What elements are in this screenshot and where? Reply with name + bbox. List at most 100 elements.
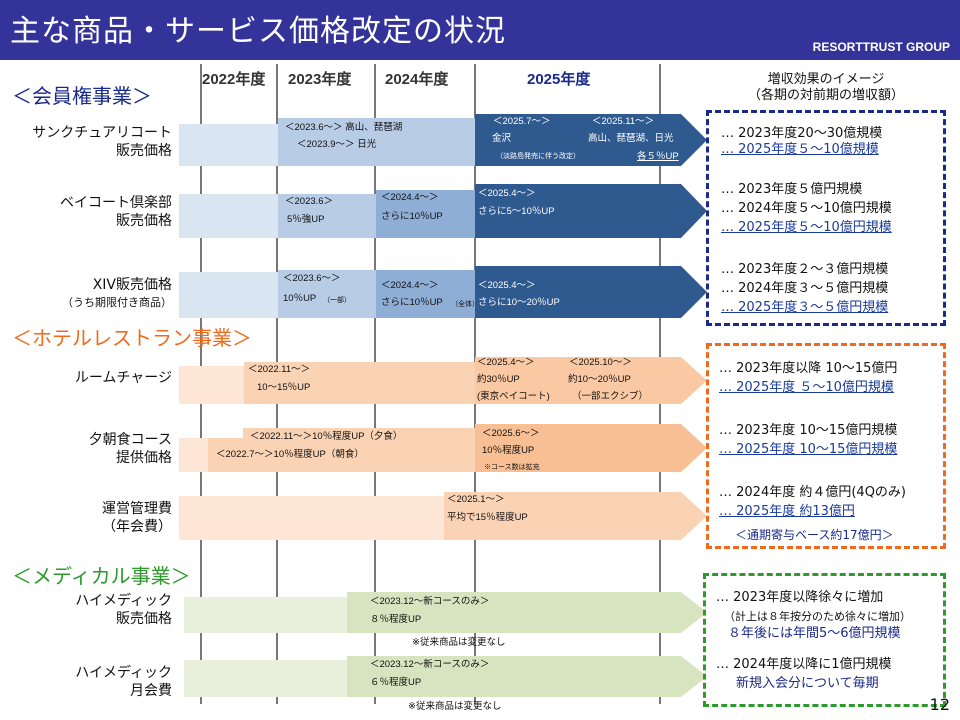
- bar-sanctuary-2022: [179, 124, 279, 166]
- bar-text: ＜2025.10～＞: [569, 357, 632, 368]
- arrow-himedic-sale: [347, 592, 707, 633]
- row-label-baycourt: ベイコート倶楽部 販売価格: [0, 194, 172, 230]
- effect-box-hotel: [706, 343, 946, 549]
- arrow-baycourt-2025: [475, 184, 707, 238]
- bar-text: 高山、琵琶湖、日光: [588, 133, 674, 144]
- bar-text: 10～15％UP: [257, 382, 311, 393]
- page-title: 主な商品・サービス価格改定の状況: [10, 14, 506, 49]
- effect-text: … 2023年度以降 10～15億円: [719, 361, 898, 376]
- row-label-line: 販売価格: [116, 143, 172, 159]
- bar-sanctuary-2023: [278, 118, 476, 166]
- effect-text: … 2023年度以降徐々に増加: [716, 590, 884, 605]
- bar-text: 約30％UP: [477, 374, 520, 385]
- bar-text: ＜2023.12～新コースのみ＞: [370, 659, 490, 670]
- row-label-line: （うち期限付き商品）: [62, 296, 172, 309]
- effect-text: … 2024年度 約４億円(4Qのみ): [719, 485, 906, 500]
- bar-text: （淡路島発売に伴う改定）: [496, 153, 580, 160]
- year-2023: 2023年度: [288, 71, 352, 88]
- bar-himedic-fee-pre: [184, 660, 348, 697]
- bar-dinner-breakfast: [208, 438, 476, 472]
- note-text: ※従来商品は変更なし: [408, 701, 502, 712]
- bar-dinner-dinner: [243, 428, 476, 440]
- arrow-mgmt-2025: [444, 492, 707, 540]
- effect-text-highlight: 新規入会分について毎期: [736, 676, 879, 691]
- row-label-mgmt: 運営管理費 （年会費）: [0, 500, 172, 536]
- arrow-xiv-2025: [475, 266, 707, 318]
- effect-text: （計上は８年按分のため徐々に増加）: [724, 610, 911, 623]
- bar-text: ＜2025.7～＞: [493, 116, 551, 127]
- page-number: 12: [929, 695, 950, 714]
- row-label-line: ハイメディック: [75, 593, 172, 609]
- row-label-line: XIV販売価格: [92, 277, 172, 293]
- bar-text: ＜2025.4～＞: [478, 188, 536, 199]
- row-label-line: （年会費）: [102, 519, 172, 535]
- effect-text: … 2024年度以降に1億円規模: [716, 657, 892, 672]
- bar-himedic-sale-pre: [184, 597, 348, 633]
- bar-text: (東京ベイコート): [477, 391, 550, 402]
- effect-header-subtitle: （各期の対前期の増収額）: [747, 88, 904, 103]
- effect-text-highlight: … 2025年度３～５億円規模: [721, 300, 889, 315]
- row-label-line: 運営管理費: [102, 501, 172, 517]
- row-label-himedic-fee: ハイメディック 月会費: [0, 664, 172, 700]
- effect-text: … 2023年度２～３億円規模: [721, 262, 889, 277]
- bar-text: ※コース数は拡充: [484, 464, 540, 471]
- bar-text: ＜2023.6～＞ 高山、琵琶湖: [285, 122, 403, 133]
- section-medical: ＜メディカル事業＞: [12, 564, 191, 588]
- bar-text: 平均で15％程度UP: [447, 512, 528, 523]
- bar-xiv-2024: [376, 270, 476, 318]
- bar-text: さらに10％UP: [381, 211, 443, 222]
- row-label-line: 販売価格: [116, 213, 172, 229]
- bar-text: ＜2025.4～＞: [477, 357, 535, 368]
- bar-text: ６％程度UP: [370, 677, 422, 688]
- bar-text: 10％UP: [283, 293, 317, 304]
- effect-text-highlight: … 2025年度５～10億規模: [721, 142, 879, 157]
- effect-text-highlight: … 2025年度５～10億円規模: [721, 220, 892, 235]
- section-membership: ＜会員権事業＞: [12, 84, 152, 108]
- bar-text: ＜2022.7～＞10％程度UP（朝食）: [216, 449, 364, 460]
- effect-text-highlight: … 2025年度 10～15億円規模: [719, 442, 898, 457]
- bar-roomcharge-2022: [244, 362, 476, 404]
- bar-text: ＜2023.9～＞ 日光: [297, 139, 377, 150]
- bar-baycourt-2022: [179, 194, 279, 238]
- bar-text: ＜2025.1～＞: [447, 494, 505, 505]
- bar-text: ＜2025.11～＞: [592, 116, 655, 127]
- bar-text: ＜2024.4～＞: [381, 192, 439, 203]
- row-label-himedic-sale: ハイメディック 販売価格: [0, 592, 172, 628]
- bar-text: ＜2025.4～＞: [478, 280, 536, 291]
- bar-text: さらに5～10％UP: [478, 206, 555, 217]
- bar-text: ＜2025.6～＞: [482, 428, 540, 439]
- bar-dinner-pre: [179, 438, 209, 472]
- bar-text: ８％程度UP: [370, 614, 422, 625]
- bar-baycourt-2023: [278, 194, 376, 238]
- effect-box-medical: [703, 573, 946, 707]
- effect-header: 増収効果のイメージ （各期の対前期の増収額）: [716, 72, 936, 104]
- bar-mgmt-pre: [179, 496, 445, 540]
- bar-text: （一部エクシブ）: [572, 391, 649, 402]
- bar-text: ＜2024.4～＞: [381, 280, 439, 291]
- effect-text-highlight: … 2025年度 ５～10億円規模: [719, 380, 894, 395]
- effect-text: … 2024年度５～10億円規模: [721, 201, 892, 216]
- row-label-line: ハイメディック: [75, 665, 172, 681]
- bar-text: さらに10～20％UP: [478, 297, 560, 308]
- row-label-line: 月会費: [130, 683, 172, 699]
- effect-text: … 2024年度３～５億円規模: [721, 281, 889, 296]
- effect-text: … 2023年度 10～15億円規模: [719, 423, 898, 438]
- bar-text: 10％程度UP: [482, 445, 535, 456]
- row-label-roomcharge: ルームチャージ: [0, 369, 172, 387]
- bar-text: 金沢: [492, 133, 512, 144]
- bar-text: ＜2023.6＞: [285, 196, 334, 207]
- effect-text-highlight: ８年後には年間5～6億円規模: [728, 626, 901, 641]
- bar-text: 約10～20％UP: [568, 374, 631, 385]
- effect-text: … 2023年度20～30億規模: [721, 126, 883, 141]
- row-label-sanctuary: サンクチュアリコート 販売価格: [0, 124, 172, 160]
- year-2024: 2024年度: [385, 71, 449, 88]
- bar-text: ＜2023.12～新コースのみ＞: [370, 596, 490, 607]
- row-label-line: 夕朝食コース: [88, 432, 172, 448]
- row-label-line: 販売価格: [116, 611, 172, 627]
- header-bar: 主な商品・サービス価格改定の状況 RESORTTRUST GROUP: [0, 0, 960, 60]
- section-hotel: ＜ホテルレストラン事業＞: [12, 326, 252, 350]
- bar-text: （全体）: [451, 301, 479, 308]
- bar-text: （一部）: [323, 297, 351, 304]
- year-2025: 2025年度: [527, 71, 591, 88]
- row-label-line: 提供価格: [116, 450, 172, 466]
